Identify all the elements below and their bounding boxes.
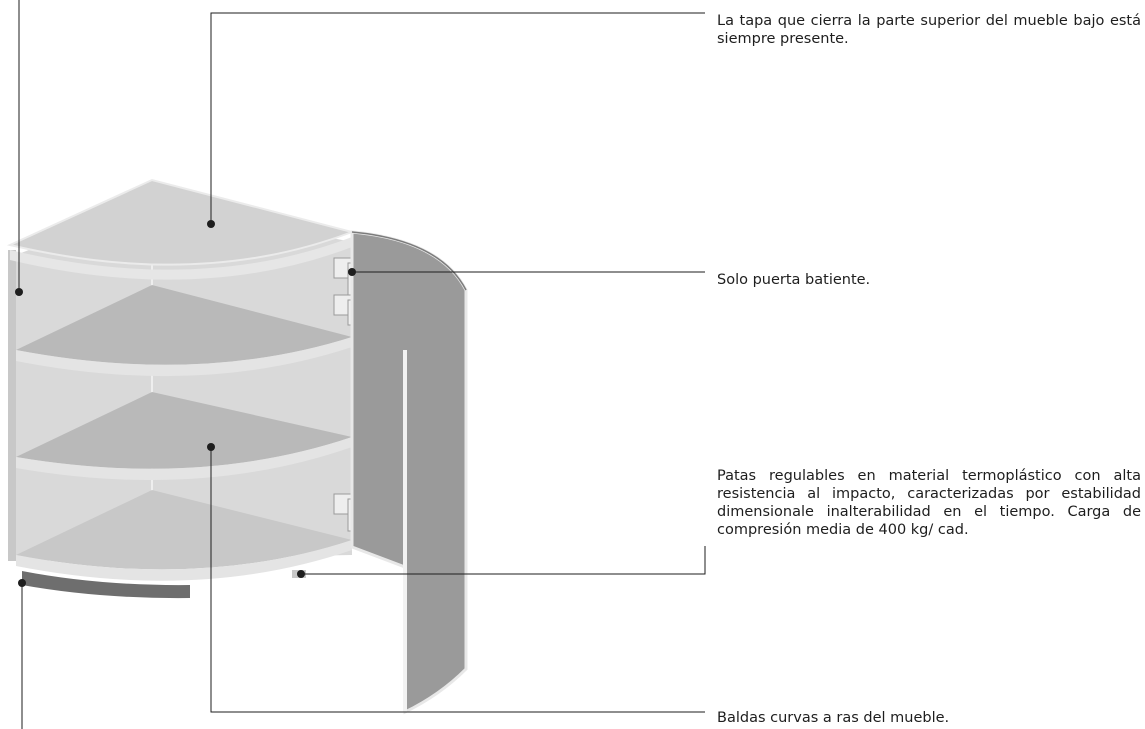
callout-dots [15, 220, 356, 587]
cabinet-body [6, 178, 356, 581]
shelf-1 [16, 285, 352, 365]
legs-annotation: Patas regulables en material termoplásti… [717, 468, 1141, 538]
plinth [22, 571, 190, 599]
top-lid [6, 178, 356, 266]
top-lid-annotation: La tapa que cierra la parte superior del… [717, 13, 1141, 47]
bottom-shelf [16, 490, 352, 570]
shelf-2 [16, 392, 352, 469]
swing-door [350, 230, 468, 715]
shelves-annotation: Baldas curvas a ras del mueble. [717, 710, 950, 726]
door-annotation: Solo puerta batiente. [717, 272, 871, 288]
leader-lines [18, 0, 706, 729]
